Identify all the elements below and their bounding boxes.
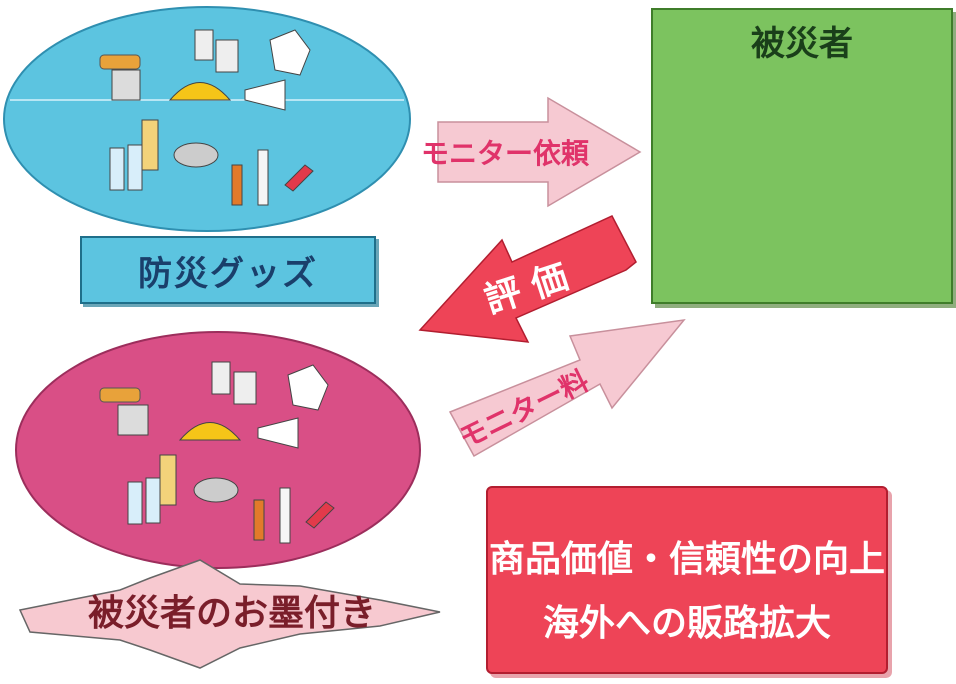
goods-illustration-top (99, 29, 314, 206)
fee-arrow (448, 318, 686, 458)
disaster-goods-label: 防災グッズ (80, 236, 376, 304)
goods-illustration-bottom (99, 361, 335, 544)
certified-goods-label: 被災者のお墨付き (88, 593, 376, 634)
disaster-goods-label-text: 防災グッズ (138, 253, 318, 294)
value-line-2: 海外への販路拡大 (542, 603, 831, 644)
request-arrow-label: モニター依頼 (421, 137, 590, 170)
request-arrow (437, 96, 642, 208)
disaster-victims-box: 被災者 (651, 8, 953, 304)
disaster-victims-title: 被災者 (751, 24, 853, 64)
seal-starburst (18, 559, 441, 669)
value-line-1: 商品価値・信頼性の向上 (488, 539, 885, 580)
value-outcome-box: 商品価値・信頼性の向上 海外への販路拡大 (486, 486, 888, 674)
evaluation-arrow (418, 215, 637, 343)
